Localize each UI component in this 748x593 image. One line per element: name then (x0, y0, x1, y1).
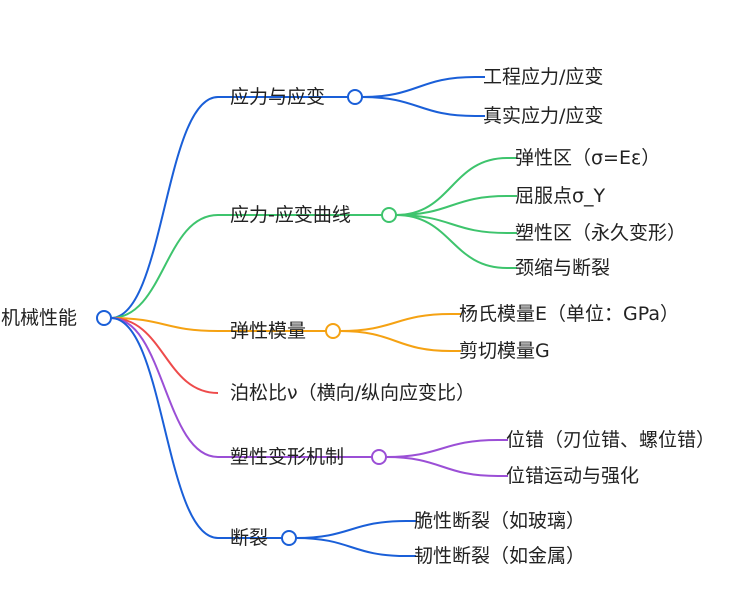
branch-connector (110, 317, 219, 394)
branch-node-circle[interactable] (347, 89, 363, 105)
branch-label-poisson-ratio: 泊松比ν（横向/纵向应变比） (230, 382, 476, 404)
root-node-circle[interactable] (96, 310, 112, 326)
branch-node-circle[interactable] (371, 449, 387, 465)
leaf-connector (385, 439, 499, 458)
branch-connector (110, 317, 219, 539)
leaf-connector (385, 456, 499, 477)
branch-label-elastic-modulus: 弹性模量 (230, 320, 307, 342)
leaf-label: 工程应力/应变 (483, 66, 604, 88)
leaf-label: 真实应力/应变 (483, 105, 604, 127)
leaf-label: 脆性断裂（如玻璃） (414, 510, 586, 532)
leaf-label: 塑性区（永久变形） (515, 222, 687, 244)
leaf-connector (339, 313, 452, 332)
leaf-label: 杨氏模量E（单位：GPa） (459, 303, 679, 325)
leaf-connector (361, 96, 476, 117)
branch-node-circle[interactable] (281, 530, 297, 546)
leaf-label: 颈缩与断裂 (515, 257, 611, 279)
branch-connector (110, 214, 219, 319)
branch-label-plastic-deformation: 塑性变形机制 (230, 446, 345, 468)
leaf-connector (295, 537, 407, 557)
leaf-label: 屈服点σ_Y (515, 185, 606, 207)
leaf-connector (295, 520, 407, 539)
leaf-connector (395, 214, 508, 269)
leaf-label: 弹性区（σ=Eε） (515, 147, 661, 169)
root-node-label: 机械性能 (1, 307, 78, 329)
leaf-connector (395, 214, 508, 234)
branch-label-fracture: 断裂 (230, 527, 269, 549)
leaf-label: 韧性断裂（如金属） (414, 545, 586, 567)
branch-node-circle[interactable] (381, 207, 397, 223)
branch-connector (110, 96, 219, 319)
branch-connector (110, 317, 219, 458)
leaf-connector (395, 157, 508, 216)
leaf-connector (361, 76, 476, 98)
leaf-label: 位错运动与强化 (506, 465, 640, 487)
branch-label-stress-strain-curve: 应力-应变曲线 (230, 204, 351, 226)
branch-label-stress-strain: 应力与应变 (230, 86, 326, 108)
branch-node-circle[interactable] (325, 323, 341, 339)
leaf-connector (339, 330, 452, 352)
leaf-label: 剪切模量G (459, 340, 550, 362)
branch-connector (110, 317, 219, 332)
leaf-label: 位错（刃位错、螺位错） (506, 429, 716, 451)
leaf-connector (395, 195, 508, 216)
